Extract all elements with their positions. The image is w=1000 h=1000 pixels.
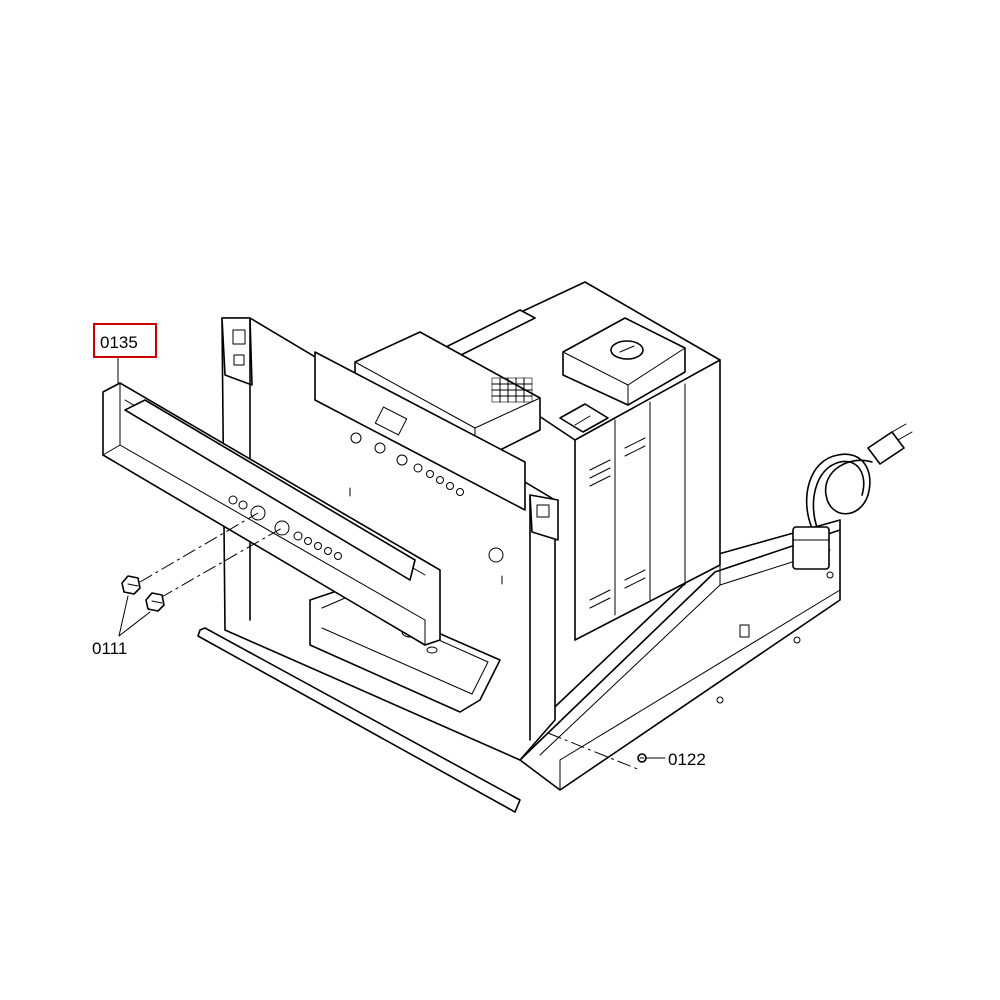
callout-0111-label: 0111	[92, 639, 127, 658]
highlight-box	[93, 323, 157, 358]
callout-0122-label: 0122	[668, 750, 706, 769]
knob-icon	[121, 575, 141, 595]
cabinet-body	[354, 281, 721, 641]
water-tank	[559, 317, 686, 433]
grille	[491, 377, 533, 403]
power-cord	[792, 423, 913, 570]
callout-0135-label: 0135	[100, 333, 138, 352]
front-fascia	[102, 382, 441, 646]
knob-icon	[145, 592, 165, 612]
screw-icon	[637, 753, 647, 763]
vent-slots	[589, 437, 646, 609]
screw-part	[547, 732, 666, 771]
knob-parts	[118, 512, 283, 637]
trim-strip	[197, 627, 521, 813]
control-panel	[314, 351, 526, 585]
